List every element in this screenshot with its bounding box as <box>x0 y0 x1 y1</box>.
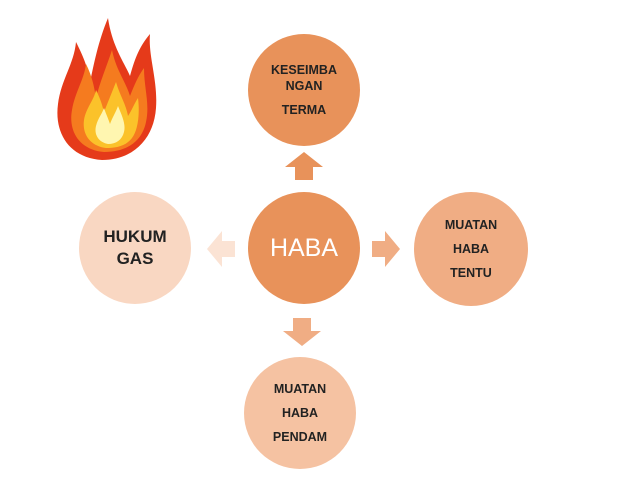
node-right-line3: TENTU <box>450 266 492 280</box>
node-top-line1: KESEIMBA <box>271 63 337 77</box>
node-hukum-gas: HUKUM GAS <box>79 192 191 304</box>
center-node-haba: HABA <box>248 192 360 304</box>
node-muatan-haba-pendam: MUATAN HABA PENDAM <box>244 357 356 469</box>
arrow-down-icon <box>283 318 321 346</box>
node-right-line2: HABA <box>452 242 490 256</box>
node-left-line2: GAS <box>116 249 154 268</box>
center-node-label: HABA <box>269 233 339 262</box>
node-bottom-line2: HABA <box>281 406 319 420</box>
arrow-up-icon <box>285 152 323 180</box>
node-right-line1: MUATAN <box>444 218 498 232</box>
arrow-right-icon <box>372 231 400 267</box>
node-top-line3: TERMA <box>281 103 327 117</box>
node-bottom-line3: PENDAM <box>272 430 328 444</box>
node-keseimbangan-terma: KESEIMBA NGAN TERMA <box>248 34 360 146</box>
node-top-line2: NGAN <box>285 79 323 93</box>
arrow-left-icon <box>207 231 235 267</box>
node-muatan-haba-tentu: MUATAN HABA TENTU <box>414 192 528 306</box>
flame-icon <box>57 18 157 160</box>
node-bottom-line1: MUATAN <box>273 382 327 396</box>
node-left-line1: HUKUM <box>103 227 167 246</box>
